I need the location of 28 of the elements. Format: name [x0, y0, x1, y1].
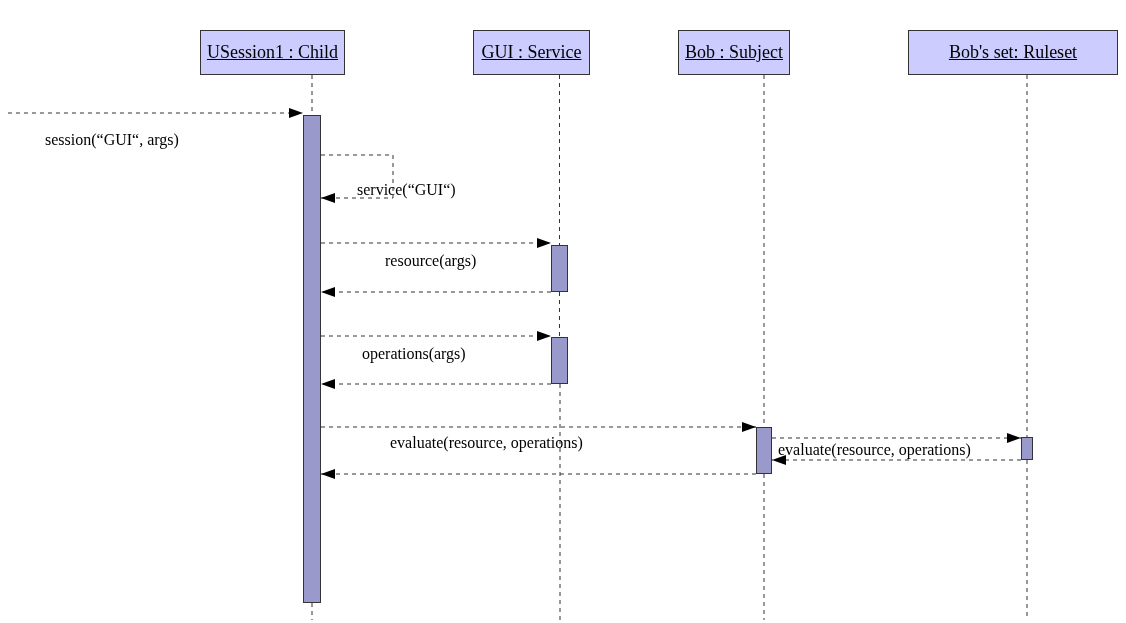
message-label: operations(args)	[362, 345, 466, 363]
message-label: service(“GUI“)	[357, 181, 456, 199]
message-label: evaluate(resource, operations)	[778, 441, 971, 459]
return-arrow	[320, 469, 757, 479]
lifeline	[559, 74, 560, 246]
lifeline-head: Bob's set: Ruleset	[908, 30, 1118, 75]
lifeline	[559, 291, 560, 338]
lifeline-head: USession1 : Child	[200, 30, 345, 75]
lifeline-head: Bob : Subject	[678, 30, 790, 75]
message-label: evaluate(resource, operations)	[390, 434, 583, 452]
lifeline-head: GUI : Service	[473, 30, 590, 75]
message-arrow	[771, 433, 1022, 443]
activation-bar	[1021, 437, 1033, 460]
activation-bar	[756, 427, 772, 474]
activation-bar	[303, 115, 321, 603]
return-arrow	[320, 379, 552, 389]
return-arrow	[320, 287, 552, 297]
message-arrow	[7, 108, 304, 118]
message-arrow	[320, 238, 552, 248]
lifeline	[1026, 74, 1028, 438]
message-arrow	[320, 422, 757, 432]
message-arrow	[320, 331, 552, 341]
activation-bar	[551, 245, 568, 292]
message-arrow	[320, 154, 394, 203]
message-label: session(“GUI“, args)	[45, 131, 179, 149]
activation-bar	[551, 337, 568, 384]
message-label: resource(args)	[385, 252, 477, 270]
return-arrow	[771, 455, 1022, 465]
